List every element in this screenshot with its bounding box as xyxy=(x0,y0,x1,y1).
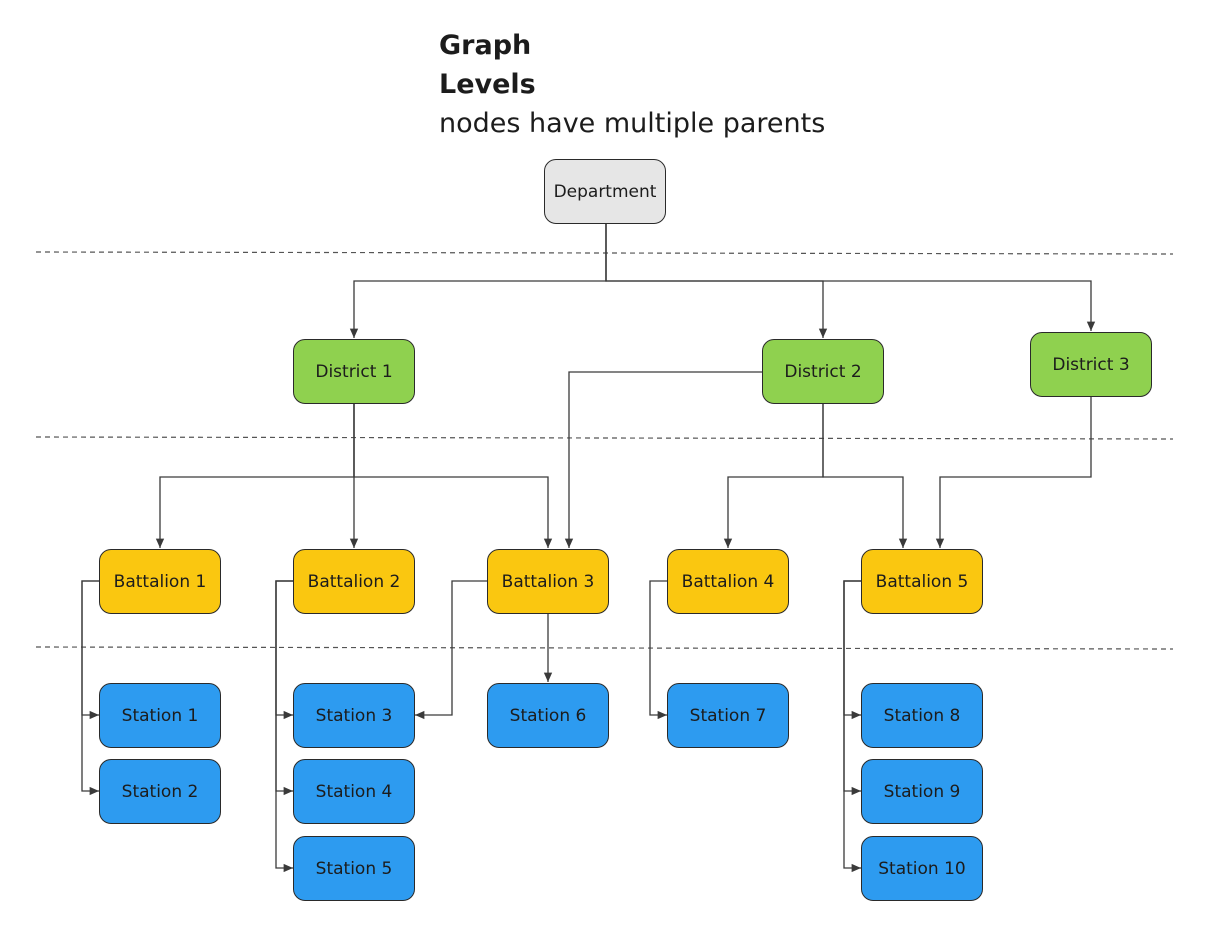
edge-district-1-battalion-1 xyxy=(155,404,355,548)
edge-district-2-battalion-3 xyxy=(564,371,762,548)
level-separators xyxy=(35,251,1174,650)
edge-department-district-3 xyxy=(605,224,1096,331)
edge-battalion-2-station-5 xyxy=(275,580,293,873)
node-station-7[interactable]: Station 7 xyxy=(667,683,789,748)
node-battalion-5[interactable]: Battalion 5 xyxy=(861,549,983,614)
node-department[interactable]: Department xyxy=(544,159,666,224)
node-station-10-label: Station 10 xyxy=(878,858,966,879)
edge-battalion-2-station-4 xyxy=(275,580,293,796)
edge-district-2-battalion-5 xyxy=(822,404,908,548)
edge-department-district-1 xyxy=(349,224,607,338)
node-battalion-4-label: Battalion 4 xyxy=(681,571,775,592)
node-station-9[interactable]: Station 9 xyxy=(861,759,983,824)
node-district-1-label: District 1 xyxy=(315,361,393,382)
node-battalion-2[interactable]: Battalion 2 xyxy=(293,549,415,614)
node-station-1[interactable]: Station 1 xyxy=(99,683,221,748)
node-battalion-1[interactable]: Battalion 1 xyxy=(99,549,221,614)
edge-district-3-battalion-5 xyxy=(935,397,1092,548)
node-station-5-label: Station 5 xyxy=(315,858,393,879)
node-station-1-label: Station 1 xyxy=(121,705,199,726)
node-station-8[interactable]: Station 8 xyxy=(861,683,983,748)
title-subtitle: nodes have multiple parents xyxy=(439,108,826,139)
node-district-2-label: District 2 xyxy=(784,361,862,382)
node-station-2[interactable]: Station 2 xyxy=(99,759,221,824)
edge-battalion-1-station-1 xyxy=(81,580,99,720)
edge-battalion-4-station-7 xyxy=(649,580,667,720)
level-separator-1 xyxy=(35,251,1174,255)
node-station-3-label: Station 3 xyxy=(315,705,393,726)
node-station-10[interactable]: Station 10 xyxy=(861,836,983,901)
node-station-4[interactable]: Station 4 xyxy=(293,759,415,824)
node-district-3-label: District 3 xyxy=(1052,354,1130,375)
node-battalion-3[interactable]: Battalion 3 xyxy=(487,549,609,614)
node-district-1[interactable]: District 1 xyxy=(293,339,415,404)
node-district-2[interactable]: District 2 xyxy=(762,339,884,404)
edge-battalion-5-station-9 xyxy=(843,580,861,796)
edge-district-1-battalion-3 xyxy=(353,404,553,548)
node-station-5[interactable]: Station 5 xyxy=(293,836,415,901)
node-battalion-4[interactable]: Battalion 4 xyxy=(667,549,789,614)
level-separator-2 xyxy=(35,436,1174,440)
level-separator-3 xyxy=(35,646,1174,650)
node-battalion-3-label: Battalion 3 xyxy=(501,571,595,592)
node-station-7-label: Station 7 xyxy=(689,705,767,726)
diagram-title: Graph Levels nodes have multiple parents xyxy=(439,26,825,143)
node-station-6-label: Station 6 xyxy=(509,705,587,726)
node-station-4-label: Station 4 xyxy=(315,781,393,802)
node-battalion-2-label: Battalion 2 xyxy=(307,571,401,592)
title-graph: Graph xyxy=(439,30,532,61)
node-station-8-label: Station 8 xyxy=(883,705,961,726)
node-station-2-label: Station 2 xyxy=(121,781,199,802)
node-station-9-label: Station 9 xyxy=(883,781,961,802)
node-station-3[interactable]: Station 3 xyxy=(293,683,415,748)
edge-battalion-5-station-10 xyxy=(843,580,861,873)
edge-battalion-1-station-2 xyxy=(81,580,99,796)
edge-battalion-3-station-3 xyxy=(415,580,487,720)
edges-group xyxy=(81,224,1096,873)
node-battalion-1-label: Battalion 1 xyxy=(113,571,207,592)
title-levels: Levels xyxy=(439,69,536,100)
node-station-6[interactable]: Station 6 xyxy=(487,683,609,748)
edge-district-2-battalion-4 xyxy=(723,404,824,548)
node-department-label: Department xyxy=(553,181,657,202)
node-battalion-5-label: Battalion 5 xyxy=(875,571,969,592)
node-district-3[interactable]: District 3 xyxy=(1030,332,1152,397)
